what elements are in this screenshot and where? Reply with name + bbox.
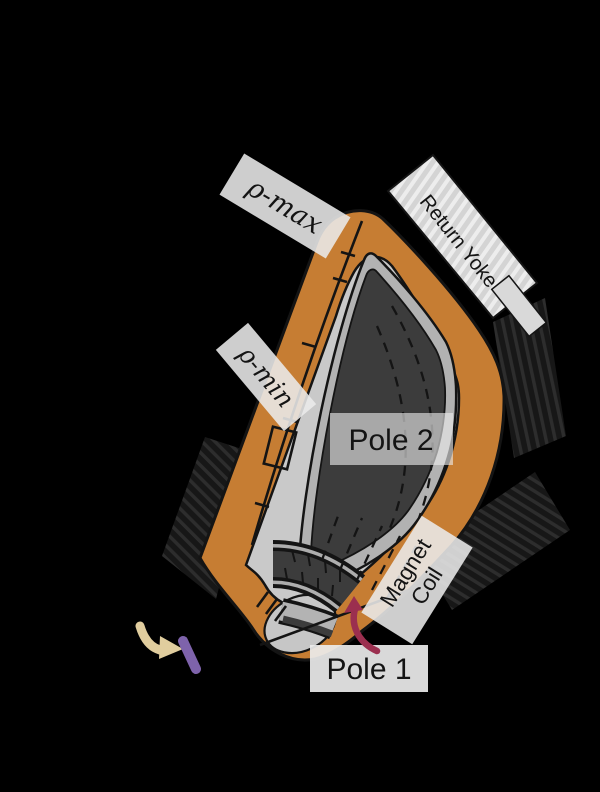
pole2-label-text: Pole 2 [348, 424, 433, 457]
return-yoke-end-cap [490, 274, 548, 338]
magnet-coil-label-box [361, 515, 473, 645]
yoke-block-upper-right [493, 298, 566, 458]
pole2-label: Pole 2 [330, 413, 453, 465]
yoke-block-lower-right [417, 472, 570, 610]
gap-trajectory-dashes [320, 515, 418, 601]
pole1-field-dashes [284, 549, 341, 597]
trajectory-curved-arrow-icon [344, 596, 381, 655]
pole2-label-box [330, 413, 453, 465]
pole1-label-box [310, 645, 428, 692]
pole1 [272, 540, 366, 640]
target-marker [178, 636, 201, 674]
rho-max-label-box [219, 153, 351, 259]
rho-min-label-box [215, 322, 317, 432]
magnet-coil-label: Magnet Coil [361, 515, 473, 645]
entrance-hatch-marks [255, 591, 288, 622]
beam-arrow-icon [135, 621, 183, 659]
pole1-label-text: Pole 1 [326, 653, 411, 686]
pole1-label: Pole 1 [310, 645, 428, 692]
